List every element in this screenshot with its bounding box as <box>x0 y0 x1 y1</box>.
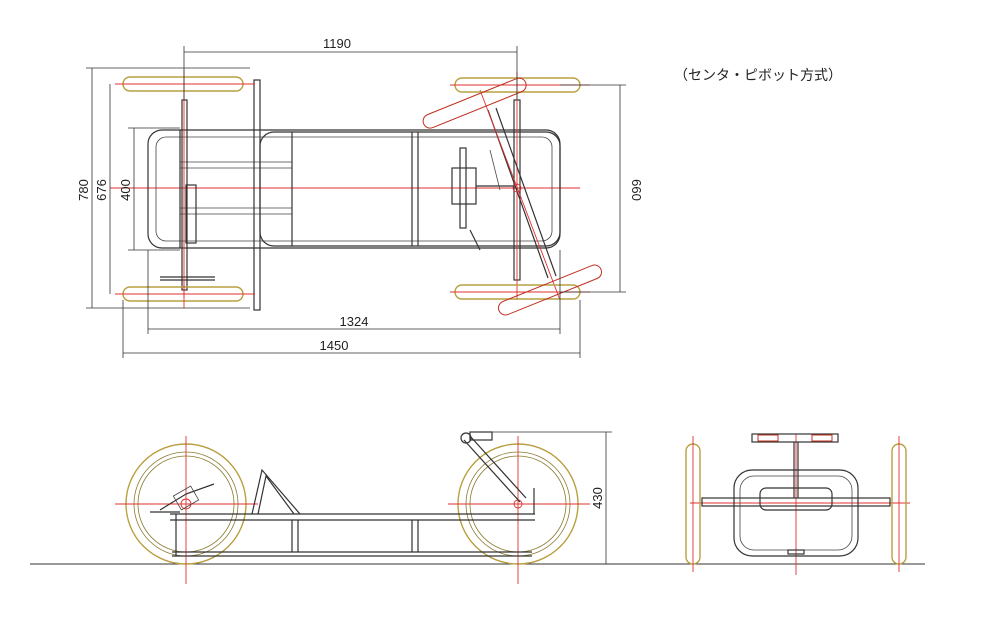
dim-400: 400 <box>118 179 133 201</box>
dimension-lines-top <box>86 46 626 358</box>
front-right-wheel-top <box>450 264 603 316</box>
side-view <box>30 431 925 584</box>
dim-1450: 1450 <box>320 338 349 353</box>
top-view: 1190 780 676 400 660 1324 1450 <box>76 36 644 358</box>
front-left-wheel-top <box>422 77 590 129</box>
dim-780: 780 <box>76 179 91 201</box>
dim-1324: 1324 <box>340 314 369 329</box>
caption: （センタ・ピボット方式） <box>674 68 842 84</box>
rear-right-wheel-top <box>115 280 255 308</box>
dim-676: 676 <box>94 179 109 201</box>
dim-430: 430 <box>590 487 605 509</box>
front-view <box>685 433 910 575</box>
rear-wheel-side <box>115 436 258 584</box>
dim-660: 660 <box>629 179 644 201</box>
rear-left-wheel-top <box>115 70 255 98</box>
dim-1190: 1190 <box>323 36 351 51</box>
dimension-height <box>490 431 612 565</box>
front-wheel-side <box>448 436 590 584</box>
